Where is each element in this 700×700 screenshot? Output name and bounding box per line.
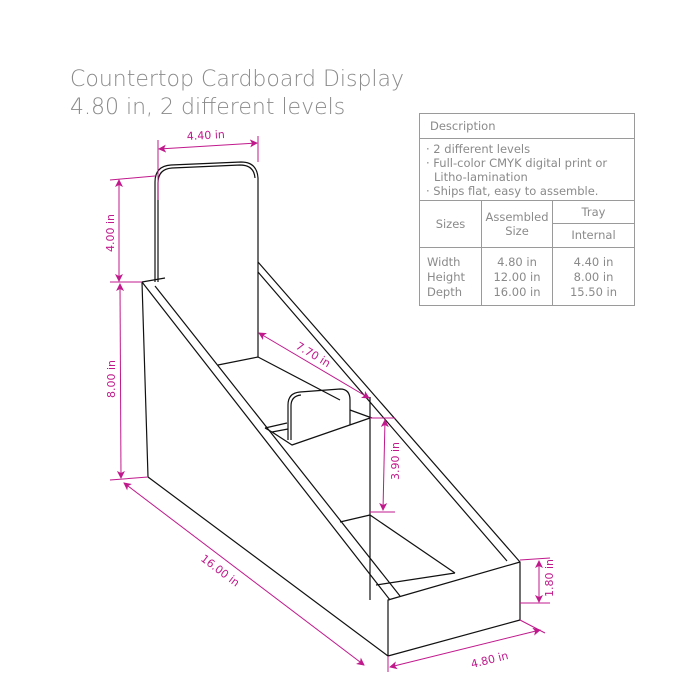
- header-panel: [154, 161, 259, 357]
- assembled-value: 4.80 in: [497, 255, 537, 269]
- right-side-panel: [257, 261, 521, 563]
- diagram-title: Countertop Cardboard Display 4.80 in, 2 …: [70, 66, 404, 122]
- dimension-lines: [109, 136, 551, 672]
- internal-value: 4.40 in: [573, 255, 614, 269]
- front-panel: [387, 561, 521, 657]
- dim-front-height: 1.80 in: [543, 559, 556, 597]
- row-label: Height: [427, 270, 466, 284]
- description-item: · Full-color CMYK digital print or: [426, 156, 608, 170]
- description-list: · 2 different levels · Full-color CMYK d…: [420, 139, 634, 201]
- sizes-header: Sizes: [420, 201, 482, 247]
- description-item: · 2 different levels: [426, 142, 531, 156]
- tray-header-group: Tray Internal: [553, 201, 634, 247]
- dim-body-height: 8.00 in: [105, 360, 118, 398]
- dim-top-width: 4.40 in: [186, 128, 225, 143]
- sizes-values: Width Height Depth 4.80 in 12.00 in 16.0…: [420, 248, 634, 305]
- assembled-values: 4.80 in 12.00 in 16.00 in: [482, 248, 553, 305]
- left-side-panel: [141, 281, 389, 657]
- assembled-value: 16.00 in: [493, 285, 541, 299]
- row-label: Width: [427, 255, 461, 269]
- internal-values: 4.40 in 8.00 in 15.50 in: [553, 248, 634, 305]
- tray-header: Tray: [553, 201, 634, 224]
- internal-header: Internal: [571, 228, 616, 242]
- divider-panel: [287, 388, 351, 440]
- dim-header-height: 4.00 in: [104, 214, 117, 252]
- dim-divider-height: 3.90 in: [389, 442, 402, 480]
- assembled-value: 12.00 in: [493, 270, 541, 284]
- dim-tray-length: 7.70 in: [293, 339, 332, 370]
- internal-value: 8.00 in: [573, 270, 614, 284]
- title-line-1: Countertop Cardboard Display: [70, 67, 405, 92]
- description-header: Description: [420, 114, 634, 139]
- internal-value: 15.50 in: [569, 285, 618, 299]
- spec-table: Description · 2 different levels · Full-…: [419, 113, 635, 306]
- description-item: · Ships flat, easy to assemble.: [426, 184, 599, 198]
- title-line-2: 4.80 in, 2 different levels: [70, 95, 346, 120]
- sizes-header-row: Sizes Assembled Size Tray Internal: [420, 201, 634, 248]
- row-label: Depth: [427, 285, 463, 299]
- dim-width: 4.80 in: [470, 649, 510, 671]
- description-item: Litho-lamination: [434, 170, 528, 184]
- row-labels: Width Height Depth: [420, 248, 482, 305]
- dim-depth: 16.00 in: [198, 552, 242, 589]
- assembled-header: Assembled Size: [482, 201, 553, 247]
